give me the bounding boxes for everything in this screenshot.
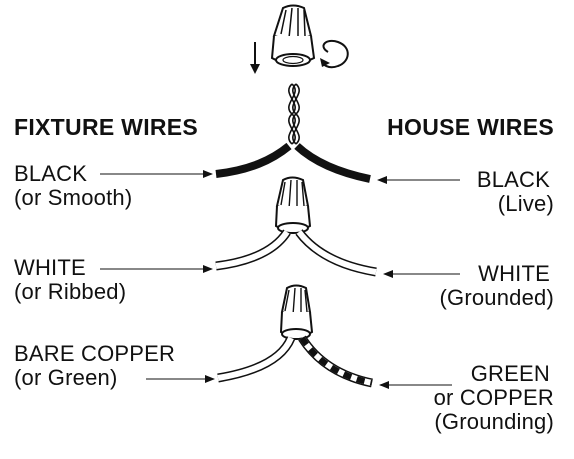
wire-nut-bottom bbox=[279, 284, 314, 340]
black-fixture-sublabel: (or Smooth) bbox=[14, 185, 133, 210]
clockwise-rotate-icon bbox=[320, 40, 349, 69]
bare-copper-fixture-label: BARE COPPER bbox=[14, 341, 176, 366]
white-fixture-sublabel: (or Ribbed) bbox=[14, 279, 127, 304]
black-house-label: BLACK bbox=[476, 167, 550, 192]
green-house-label: GREEN bbox=[470, 361, 550, 386]
black-house-sublabel: (Live) bbox=[497, 191, 554, 216]
bare-copper-fixture-wire bbox=[217, 335, 296, 383]
white-house-wire bbox=[295, 229, 377, 277]
down-arrow-icon bbox=[250, 42, 260, 74]
white-house-sublabel: (Grounded) bbox=[439, 285, 554, 310]
wire-nut-top bbox=[270, 4, 316, 67]
black-fixture-label: BLACK bbox=[14, 161, 88, 186]
house-wires-heading: HOUSE WIRES bbox=[387, 114, 554, 140]
white-fixture-wire bbox=[215, 229, 291, 271]
green-copper-house-wire bbox=[298, 335, 373, 388]
white-fixture-label: WHITE bbox=[14, 255, 86, 280]
black-fixture-wire bbox=[215, 142, 292, 178]
twisted-wire-strands bbox=[288, 83, 300, 145]
black-house-wire bbox=[294, 143, 371, 183]
or-copper-house-label: or COPPER bbox=[433, 385, 554, 410]
bare-copper-fixture-sublabel: (or Green) bbox=[14, 365, 118, 390]
wire-nut-middle bbox=[274, 176, 312, 234]
white-house-label: WHITE bbox=[478, 261, 550, 286]
fixture-wires-heading: FIXTURE WIRES bbox=[14, 114, 199, 140]
grounding-house-sublabel: (Grounding) bbox=[434, 409, 554, 434]
